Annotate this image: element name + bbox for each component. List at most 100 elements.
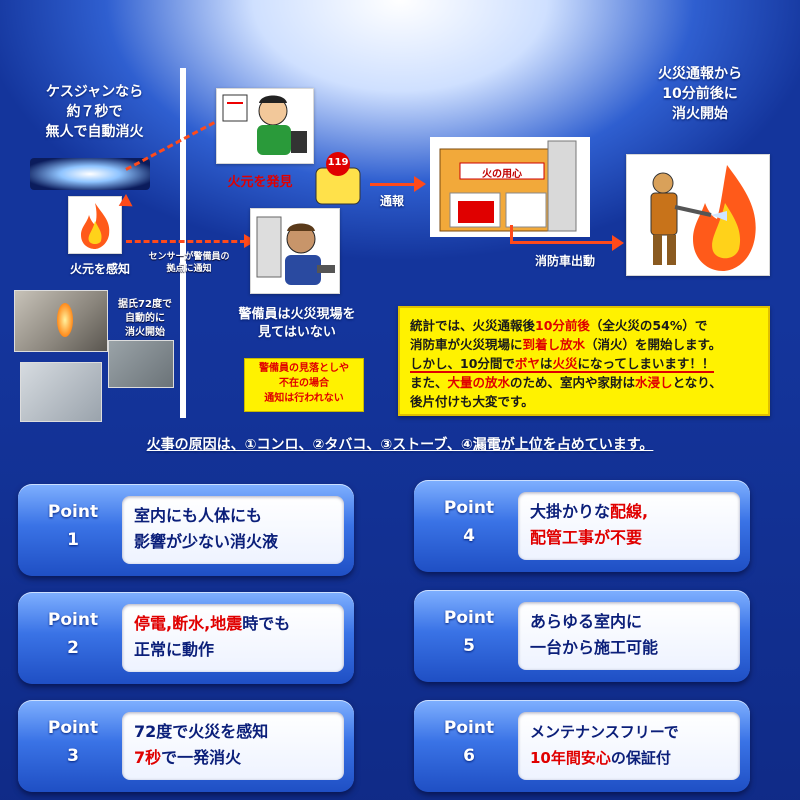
fire-station-illustration: 火の用心 (430, 137, 590, 237)
photo-caption-line-1: 据氏72度で (118, 299, 172, 310)
sensor-note-line-2: 拠点に通知 (166, 264, 212, 274)
point-1-line-2: 影響が少ない消火液 (134, 532, 279, 551)
point-5-line-2: 一台から施工可能 (530, 638, 659, 657)
point-3-number: 3 (67, 746, 79, 766)
point-card-1: Point 1 室内にも人体にも 影響が少ない消火液 (18, 484, 354, 576)
point-text-6: メンテナンスフリーで 10年間安心の保証付 (518, 712, 740, 780)
point-2-number: 2 (67, 638, 79, 658)
point-6-warranty: の保証付 (610, 749, 671, 767)
point-5-line-1: あらゆる室内に (530, 612, 643, 631)
point-3-word: Point (47, 718, 99, 738)
stats-line-2-a: 消防車が火災現場に (410, 337, 523, 352)
point-4-word: Point (443, 498, 495, 518)
stats-line-2-b: 到着し放水 (522, 337, 586, 352)
point-3-degrees: 72 (134, 722, 157, 741)
point-2-comma-2: , (204, 614, 211, 633)
fire-photo-2 (108, 340, 174, 388)
building-sign: 火の用心 (482, 169, 522, 180)
point-2-power-outage: 停電 (134, 614, 167, 633)
stats-line-2: 消防車が火災現場に到着し放水（消火）を開始します。 (410, 335, 758, 354)
point-6-line-2: 10年間安心の保証付 (530, 745, 728, 771)
point-5-word: Point (443, 608, 495, 628)
point-label-5: Point 5 (422, 604, 516, 660)
point-6-line-1: メンテナンスフリーで (530, 723, 679, 741)
guard-warning-line-1: 警備員の見落としや (259, 363, 349, 374)
stats-line-3-underline: しかし、10分間でボヤは火災になってしまいます！！ (410, 356, 715, 373)
point-1-word: Point (47, 502, 99, 522)
left-heading-line-1: ケスジャンなら (45, 84, 144, 100)
truck-label: 消防車出動 (534, 254, 595, 268)
guard-caption-line-2: 見てはいない (258, 325, 336, 340)
point-2-even-when: 時でも (242, 614, 291, 633)
point-text-3: 72度で火災を感知 7秒で一発消火 (122, 712, 344, 780)
point-2-water-outage: 断水 (172, 614, 205, 633)
point-3-line-2: 7秒で一発消火 (134, 745, 332, 771)
stats-line-4-b: 大量の放水 (447, 375, 511, 390)
truck-route-arrow-right (510, 241, 614, 244)
guard-warning-line-2: 不在の場合 (279, 378, 329, 389)
point-text-4: 大掛かりな配線, 配管工事が不要 (518, 492, 740, 560)
fire-photo-3 (20, 362, 102, 422)
report-label: 通報 (379, 194, 404, 208)
point-2-line-2: 正常に動作 (134, 640, 215, 659)
right-heading-line-3: 消火開始 (672, 106, 728, 122)
point-label-1: Point 1 (26, 498, 120, 554)
report-arrow-line (370, 183, 416, 186)
point-text-1: 室内にも人体にも 影響が少ない消火液 (122, 496, 344, 564)
sense-to-guard-arrow (126, 240, 246, 243)
point-1-number: 1 (67, 530, 79, 550)
guard-icon (250, 208, 340, 294)
left-heading: ケスジャンなら 約７秒で 無人で自動消火 (12, 82, 177, 142)
point-6-ten-years: 10年間安心 (530, 749, 611, 767)
stats-line-4-d: 水浸し (635, 375, 673, 390)
right-heading: 火災通報から 10分前後に 消火開始 (620, 64, 780, 124)
point-3-line-1: 72度で火災を感知 (134, 719, 332, 745)
point-4-line-1: 大掛かりな配線, (530, 499, 728, 525)
right-heading-line-2: 10分前後に (662, 86, 738, 102)
guard-caption: 警備員は火災現場を 見てはいない (222, 306, 372, 342)
phone-discover-icon (216, 88, 314, 164)
stats-line-3: しかし、10分間でボヤは火災になってしまいます！！ (410, 354, 758, 373)
guard-warning: 警備員の見落としや 不在の場合 通知は行われない (244, 358, 364, 412)
stats-line-1-a: 統計では、火災通報後 (410, 318, 536, 333)
stats-line-4: また、大量の放水のため、室内や家財は水浸しとなり、 (410, 373, 758, 392)
cause-line: 火事の原因は、①コンロ、②タバコ、③ストーブ、④漏電が上位を占めています。 (146, 437, 654, 453)
point-text-2: 停電,断水,地震時でも 正常に動作 (122, 604, 344, 672)
stats-line-4-c: のため、室内や家財は (510, 375, 636, 390)
flame-sense-icon (68, 196, 122, 254)
point-card-3: Point 3 72度で火災を感知 7秒で一発消火 (18, 700, 354, 792)
point-4-wiring: 配線, (610, 502, 649, 521)
point-2-earthquake: 地震 (210, 614, 243, 633)
stats-line-4-e: となり、 (672, 375, 722, 390)
point-1-line-1: 室内にも人体にも (134, 506, 263, 525)
call-number: 119 (327, 157, 349, 168)
phone-119-icon: 119 (308, 150, 368, 210)
stats-line-4-a: また、 (410, 375, 448, 390)
sensor-note-line-1: センサーが警備員の (148, 252, 230, 262)
stats-line-2-c: （消火）を開始します。 (585, 337, 722, 352)
point-5-number: 5 (463, 636, 475, 656)
fire-photo-1 (14, 290, 108, 352)
point-2-line-1: 停電,断水,地震時でも (134, 611, 332, 637)
stats-line-3-c: は (539, 356, 553, 371)
left-heading-line-3: 無人で自動消火 (45, 124, 144, 140)
stats-line-1-b: 10分前後 (535, 318, 590, 333)
left-heading-line-2: 約７秒で (66, 104, 123, 120)
point-2-word: Point (47, 610, 99, 630)
point-3-extinguish: で一発消火 (161, 748, 242, 767)
guard-caption-line-1: 警備員は火災現場を (238, 307, 356, 322)
point-card-5: Point 5 あらゆる室内に 一台から施工可能 (414, 590, 750, 682)
discover-label: 火元を発見 (227, 175, 293, 190)
point-4-line-2: 配管工事が不要 (530, 528, 643, 547)
sense-label: 火元を感知 (69, 262, 130, 276)
stats-line-3-a: しかし、10分間で (410, 356, 515, 371)
point-text-5: あらゆる室内に 一台から施工可能 (518, 602, 740, 670)
point-6-number: 6 (463, 746, 475, 766)
truck-route-arrowhead (612, 235, 624, 251)
point-3-detect: 度で火災を感知 (156, 722, 269, 741)
point-2-comma-1: , (166, 614, 173, 633)
report-arrow-head (414, 176, 426, 192)
